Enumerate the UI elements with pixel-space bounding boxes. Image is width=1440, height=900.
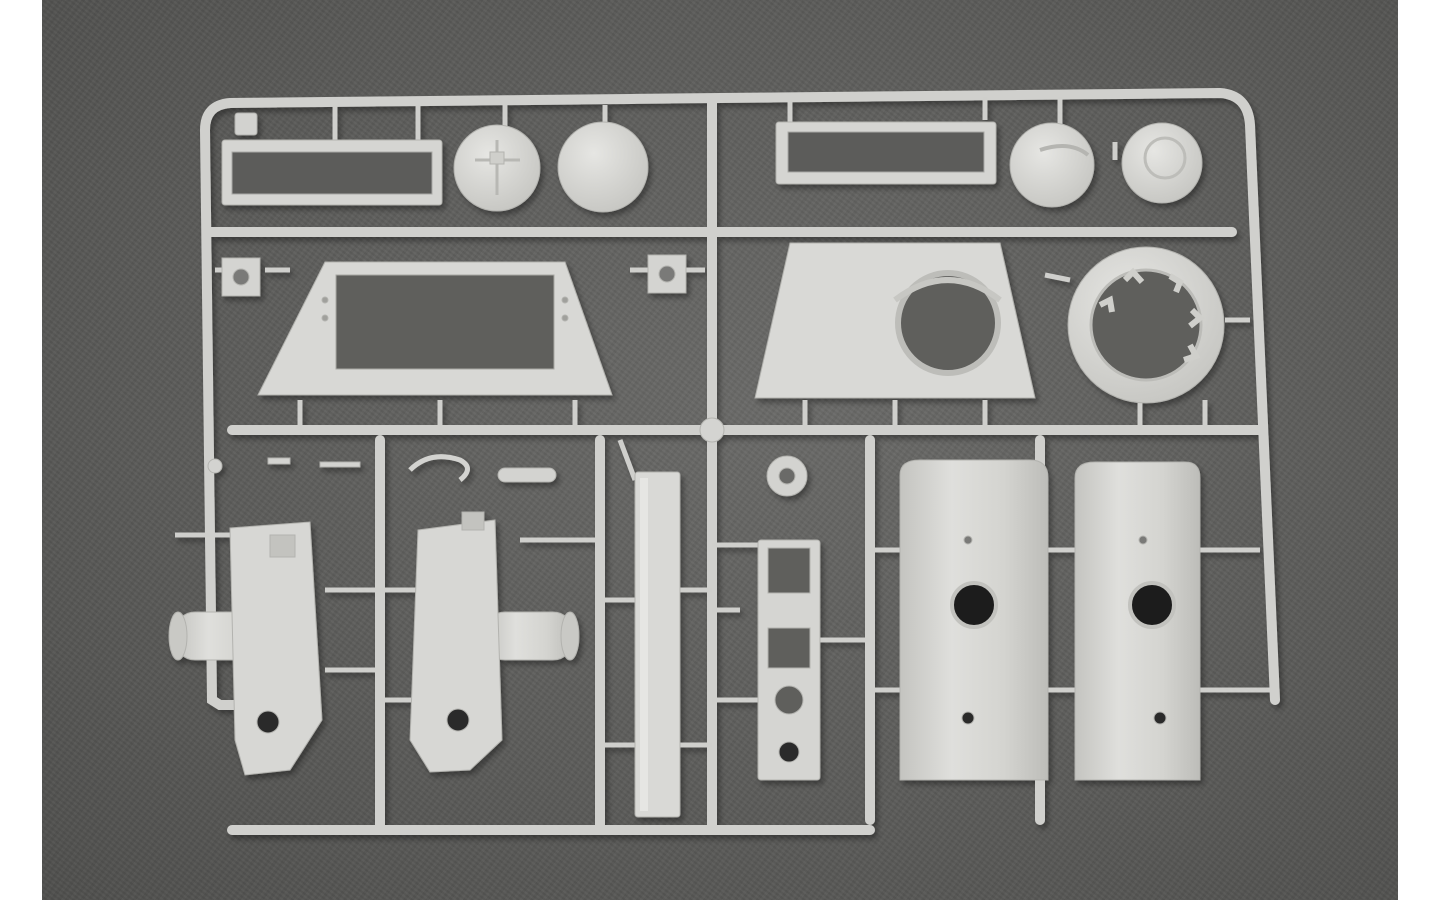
rect-frame-part-left bbox=[221, 139, 443, 206]
trapezoid-frame-plate bbox=[257, 261, 613, 396]
square-bracket-right bbox=[647, 254, 687, 294]
sprue-gates bbox=[175, 97, 1270, 748]
dome-cupola-2 bbox=[1121, 122, 1203, 204]
turret-ring bbox=[1067, 246, 1225, 404]
suspension-housing-left bbox=[168, 521, 323, 776]
rect-frame-part-right bbox=[775, 121, 997, 185]
long-bar-part bbox=[634, 471, 681, 818]
dome-cupola-1 bbox=[1009, 122, 1095, 208]
suspension-housing-right bbox=[409, 511, 580, 773]
small-bracket-part bbox=[234, 112, 258, 136]
center-gate-disc bbox=[699, 417, 725, 443]
sprue-frame bbox=[199, 87, 1280, 835]
perforated-frame-part bbox=[757, 539, 821, 781]
hatch-disc-2 bbox=[557, 121, 649, 213]
small-parts-row bbox=[207, 454, 808, 497]
hatch-disc-1 bbox=[453, 124, 541, 212]
turret-plate-with-hole bbox=[754, 242, 1036, 399]
square-bracket-left bbox=[221, 257, 261, 297]
fuel-tank-right bbox=[1074, 461, 1201, 781]
fuel-tank-left bbox=[899, 459, 1049, 781]
